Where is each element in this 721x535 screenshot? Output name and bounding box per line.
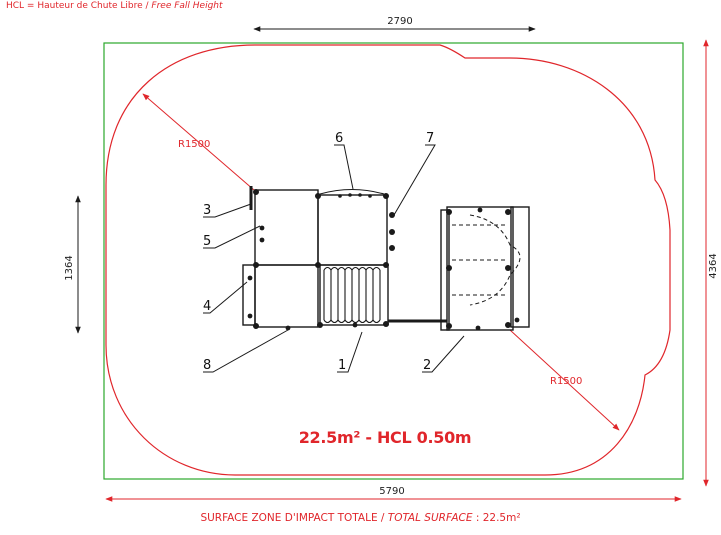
bottom-dimension-label: 5790 [379,486,404,497]
bounding-frame [103,42,684,480]
callout-8: 8 [203,358,211,373]
impact-zone-outline [105,44,671,476]
left-dimension-label: 1364 [64,255,75,280]
hcl-legend-en: Free Fall Height [151,1,223,11]
footer-en: TOTAL SURFACE [387,512,473,524]
callout-6: 6 [335,131,343,146]
hcl-legend-fr: HCL = Hauteur de Chute Libre [6,1,143,11]
callout-leaders [203,144,465,373]
total-surface-caption: SURFACE ZONE D'IMPACT TOTALE / TOTAL SUR… [0,512,721,524]
hcl-legend: HCL = Hauteur de Chute Libre / Free Fall… [6,1,223,11]
radius-leader-bottom-right [509,329,620,431]
impact-summary: 22.5m² - HCL 0.50m [299,428,472,447]
callout-5: 5 [203,234,211,249]
callout-2: 2 [423,358,431,373]
footer-value: : 22.5m² [472,512,521,524]
radius-label-top-left: R1500 [178,139,210,150]
hcl-legend-sep: / [142,1,152,11]
footer-fr: SURFACE ZONE D'IMPACT TOTALE [200,512,378,524]
callout-3: 3 [203,203,211,218]
right-dimension-label: 4364 [708,253,719,278]
radius-label-bottom-right: R1500 [550,376,582,387]
radius-leader-top-left [142,93,255,191]
callout-1: 1 [338,358,346,373]
play-structure [242,186,530,331]
callout-4-label: 4 [203,299,211,314]
top-dimension-label: 2790 [387,16,412,27]
callout-7: 7 [426,131,434,146]
footer-sep: / [377,512,388,524]
